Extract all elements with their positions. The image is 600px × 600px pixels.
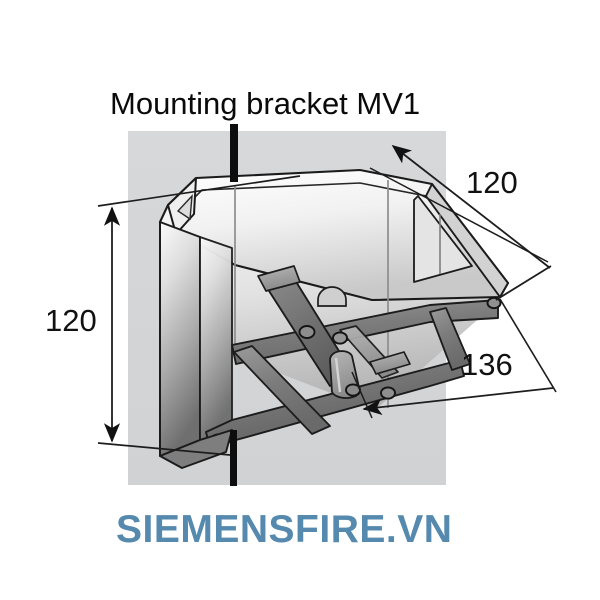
pivot-hole-1 xyxy=(298,325,316,339)
ext-line-depth-ref xyxy=(369,167,549,263)
ext-line-top xyxy=(97,175,301,207)
bracket-bottom-tip xyxy=(159,429,233,469)
dimension-label-height: 120 xyxy=(45,303,97,338)
tab-plate-right xyxy=(369,351,411,375)
dim-line-width xyxy=(362,387,554,416)
bracket-front-slab xyxy=(199,236,233,441)
pivot-hole-6 xyxy=(486,296,502,310)
dimension-width-bottom: 136 xyxy=(351,298,557,419)
dimension-label-width: 136 xyxy=(461,347,513,382)
dimension-depth-top: 120 xyxy=(369,145,552,301)
truss-web-right xyxy=(429,307,471,371)
center-cylinder-highlight xyxy=(334,357,342,393)
pivot-hole-2 xyxy=(332,331,348,345)
dim-line-depth-b xyxy=(495,265,552,301)
figure-title: Mounting bracket MV1 xyxy=(110,86,420,121)
site-watermark: SIEMENSFIRE.VN xyxy=(116,508,452,551)
bracket-left-gusset-inner xyxy=(176,194,193,221)
bracket-left-face xyxy=(159,221,201,457)
dim-line-depth-a xyxy=(391,145,551,269)
ext-line-width-lower xyxy=(351,371,373,419)
truss-connector-left-top-tab xyxy=(257,265,301,292)
dimension-label-depth: 120 xyxy=(466,165,518,200)
ext-line-bottom xyxy=(97,442,231,456)
bracket-right-wall-inner xyxy=(413,195,473,283)
truss-web-left xyxy=(233,345,331,435)
bracket-assembly xyxy=(158,168,510,469)
half-round-boss xyxy=(317,286,347,307)
pivot-hole-4 xyxy=(380,386,396,400)
dimension-height-left: 120 xyxy=(45,175,301,456)
ext-line-width-ref xyxy=(499,298,557,393)
mounting-rail xyxy=(230,124,238,486)
